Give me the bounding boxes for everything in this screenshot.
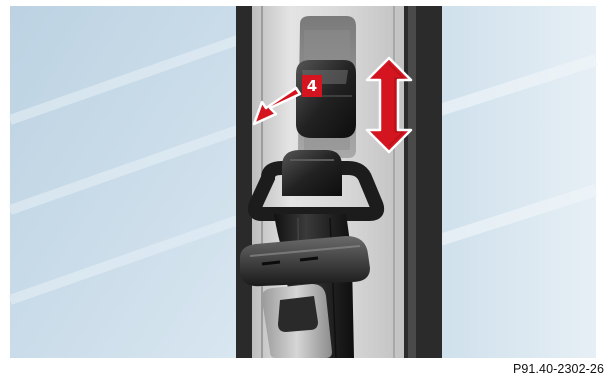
tongue-slot — [278, 296, 318, 332]
b-pillar-illustration: 4 — [0, 0, 606, 358]
right-window-glass — [440, 6, 596, 358]
belt-guide-cap — [282, 150, 342, 196]
figure-reference-code: P91.40-2302-26 — [513, 362, 604, 376]
pillar-left-edge — [236, 6, 252, 358]
left-window-glass — [10, 6, 238, 358]
callout-number: 4 — [307, 77, 317, 95]
